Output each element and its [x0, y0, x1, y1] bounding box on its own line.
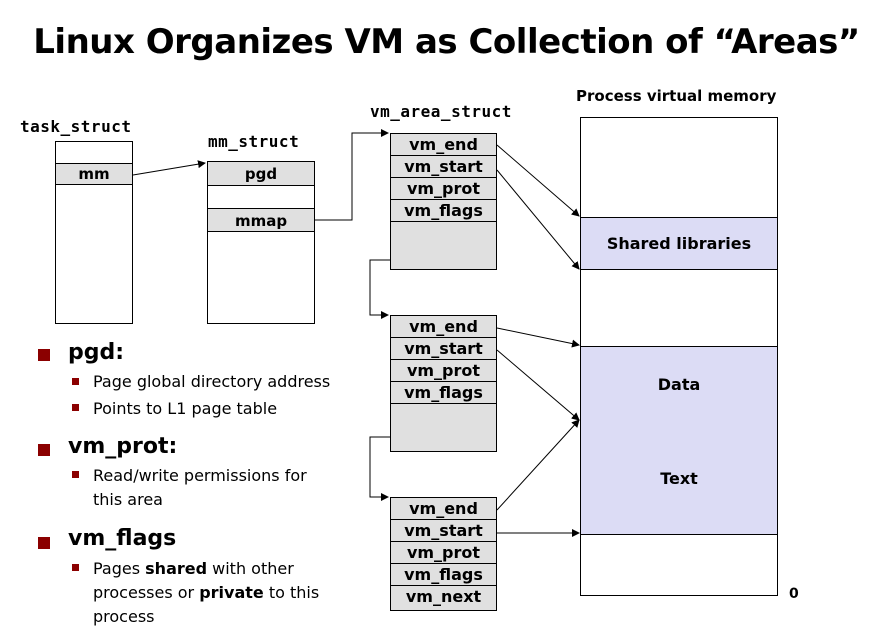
bullet-vm-flags-item-1: Pages shared with other processes or pri… — [93, 557, 333, 629]
region-data-label: Data — [657, 375, 701, 394]
vm-area-1: vm_end vm_start vm_prot vm_flags — [390, 133, 497, 270]
task-struct-label: task_struct — [20, 117, 132, 136]
bullet-square — [38, 537, 50, 549]
mm-struct-mmap-field: mmap — [208, 208, 314, 232]
text-shared-bold: shared — [145, 559, 208, 578]
text-run: to this process — [93, 583, 320, 626]
arrow-a2-start — [496, 349, 580, 421]
mm-struct-box: pgd mmap — [207, 161, 315, 324]
vm-area-struct-label: vm_area_struct — [370, 102, 512, 121]
arrow-a3-end — [496, 419, 580, 511]
arrow-a2-end — [496, 327, 580, 348]
vm-area-3-vm-end: vm_end — [391, 498, 496, 520]
task-struct-mm-field: mm — [56, 163, 132, 185]
vm-area-3-vm-next: vm_next — [405, 587, 482, 606]
bullet-vm-prot-item-1: Read/write permissions for this area — [93, 466, 307, 509]
arrow-a1-start — [496, 169, 580, 270]
address-zero-label: 0 — [789, 586, 799, 602]
region-text-label: Text — [660, 469, 698, 488]
arrow-mmap-to-vm-area — [315, 129, 389, 221]
task-struct-box: mm — [55, 141, 133, 324]
bullet-pgd-item-1: Page global directory address — [93, 372, 331, 391]
vm-area-3-vm-start: vm_start — [391, 520, 496, 542]
vm-area-3-vm-flags: vm_flags — [391, 564, 496, 586]
bullet-pgd-item-2: Points to L1 page table — [93, 399, 278, 418]
bullet-vm-prot-heading: vm_prot: — [68, 434, 178, 459]
page-title: Linux Organizes VM as Collection of “Are… — [33, 22, 860, 62]
vm-area-1-vm-start: vm_start — [391, 156, 496, 178]
process-virtual-memory-box: Shared libraries Data Text — [580, 117, 778, 596]
region-text: Text — [581, 421, 777, 535]
vm-area-2-vm-start: vm_start — [391, 338, 496, 360]
arrow-a1-end — [496, 144, 580, 217]
arrow-vm-next-1 — [369, 259, 390, 319]
process-virtual-memory-label: Process virtual memory — [576, 87, 777, 105]
bullet-square — [38, 444, 50, 456]
arrow-mm-to-mm-struct — [132, 160, 206, 176]
vm-area-1-vm-end: vm_end — [391, 134, 496, 156]
vm-area-3-vm-prot: vm_prot — [391, 542, 496, 564]
text-run: with other processes or — [93, 559, 294, 602]
region-shared-libraries-label: Shared libraries — [606, 234, 752, 253]
bullet-small-square — [72, 471, 79, 478]
bullet-small-square — [72, 564, 79, 571]
mm-struct-label: mm_struct — [208, 132, 300, 151]
text-run: Pages — [93, 559, 146, 578]
arrow-vm-next-2 — [369, 436, 390, 501]
vm-area-3: vm_end vm_start vm_prot vm_flags vm_next — [390, 497, 497, 611]
vm-area-2-vm-flags: vm_flags — [391, 382, 496, 404]
bullet-pgd-heading: pgd: — [68, 340, 125, 365]
text-private-bold: private — [199, 583, 264, 602]
vm-area-2-vm-end: vm_end — [391, 316, 496, 338]
region-shared-libraries: Shared libraries — [581, 217, 777, 270]
bullet-small-square — [72, 378, 79, 385]
mm-struct-pgd-field: pgd — [208, 162, 314, 186]
vm-area-1-vm-flags: vm_flags — [391, 200, 496, 222]
vm-area-1-vm-prot: vm_prot — [391, 178, 496, 200]
bullet-square — [38, 349, 50, 361]
vm-area-2: vm_end vm_start vm_prot vm_flags — [390, 315, 497, 452]
bullet-vm-flags-heading: vm_flags — [68, 526, 177, 551]
bullet-small-square — [72, 404, 79, 411]
vm-area-2-vm-prot: vm_prot — [391, 360, 496, 382]
region-data: Data — [581, 346, 777, 422]
